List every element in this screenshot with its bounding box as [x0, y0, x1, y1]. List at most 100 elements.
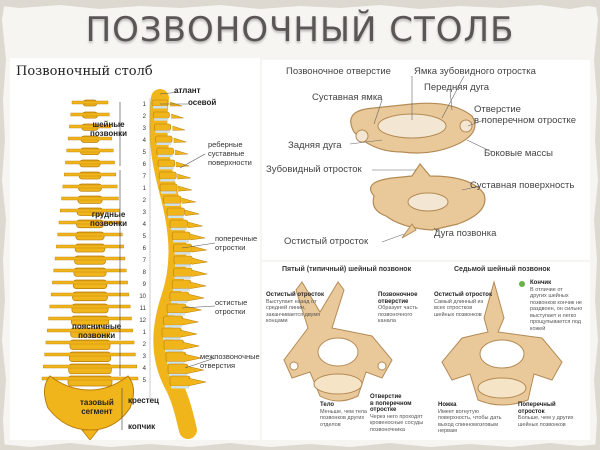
vertebra-number: 6: [143, 246, 147, 252]
front-transverse-process: [70, 112, 110, 117]
spinous-process: [190, 281, 207, 289]
articular-surface-label: Суставная поверхность: [470, 180, 575, 191]
front-transverse-process: [41, 376, 139, 381]
intervertebral-disc: [164, 203, 181, 206]
side-vertebra: [155, 135, 173, 143]
side-vertebra: [167, 363, 189, 375]
spinous-process: [181, 197, 196, 204]
front-transverse-process: [48, 316, 132, 321]
cervical-vertebrae-illustration: [283, 280, 563, 406]
atlas-label: атлант: [174, 86, 201, 95]
dens-label: Зубовидный отросток: [266, 164, 362, 175]
side-vertebra: [166, 303, 187, 314]
spine-front-view: [41, 99, 139, 440]
panel-heading: Позвоночный столб: [16, 64, 153, 79]
intervertebral-disc: [171, 386, 189, 389]
vertebra-number: 3: [143, 354, 147, 360]
side-vertebra: [152, 111, 170, 119]
front-transverse-process: [43, 364, 137, 369]
vertebra-number: 4: [143, 366, 147, 372]
spinous-process-label: Остистый отросток: [284, 236, 369, 247]
fifth-vertebra-title: Пятый (типичный) шейный позвонок: [282, 266, 412, 273]
side-vertebra: [151, 99, 169, 107]
side-vertebra: [158, 171, 177, 180]
side-vertebra: [165, 351, 186, 362]
vertebra-number: 8: [143, 270, 147, 276]
intervertebral-disc: [170, 227, 187, 231]
lateral-masses-label: Боковые массы: [484, 148, 554, 159]
vertebra-number: 3: [143, 126, 147, 132]
side-vertebra: [157, 159, 176, 168]
intervertebral-disc: [174, 276, 191, 279]
side-vertebra: [163, 315, 184, 326]
cervical-vertebrae-panel: Пятый (типичный) шейный позвонок Седьмой…: [262, 262, 590, 440]
front-transverse-process: [54, 256, 126, 261]
side-vertebra: [171, 279, 192, 289]
sacrum-front: [44, 375, 134, 431]
intervertebral-disc: [161, 191, 177, 194]
transverse-foramen-label: Отверстие в поперечном отростке: [474, 104, 577, 126]
spinous-process: [172, 125, 185, 131]
front-transverse-process: [50, 292, 130, 297]
vertebra-number: 11: [140, 306, 147, 312]
vertebra-number: 2: [143, 342, 147, 348]
intervertebral-disc: [173, 288, 190, 292]
spinous-process: [175, 161, 190, 168]
atlas-axis-illustration: [349, 75, 493, 243]
spinous-process: [183, 353, 202, 362]
vertebra-number: 9: [143, 282, 147, 288]
front-transverse-process: [56, 244, 124, 249]
spinous-process: [187, 377, 207, 387]
spinous-process: [177, 173, 191, 180]
spinous-process: [181, 341, 200, 350]
side-vertebra: [161, 327, 182, 338]
vertebra-number: 5: [143, 150, 147, 156]
intervertebral-disc: [175, 264, 192, 267]
coccyx-label: копчик: [128, 422, 156, 431]
vertebral-foramen-label: Позвоночное отверстие: [286, 66, 391, 77]
spinous-process: [171, 113, 184, 119]
intervertebral-disc: [153, 106, 167, 109]
seventh-cervical-vertebra: [441, 280, 563, 406]
side-vertebra: [163, 195, 182, 204]
articular-fovea-label: Суставная ямка: [312, 92, 383, 103]
tip-marker: [519, 281, 525, 287]
intervertebral-disc: [154, 118, 169, 121]
spinous-process: [181, 317, 199, 326]
front-transverse-process: [63, 172, 117, 177]
vertebra-number: 7: [143, 174, 147, 180]
spinous-process: [190, 233, 206, 241]
spinous-process: [173, 137, 187, 143]
intervertebral-disc: [168, 312, 185, 316]
coccyx-front: [81, 429, 99, 440]
intervertebral-disc: [170, 300, 188, 304]
intervertebral-disc: [169, 373, 187, 377]
intervertebral-disc: [157, 154, 173, 158]
front-transverse-process: [66, 148, 114, 153]
fifth-cervical-vertebra: [283, 281, 393, 402]
cervical-label: шейные позвонки: [90, 120, 128, 138]
intervertebral-disc: [168, 215, 184, 219]
spinous-process: [191, 245, 207, 253]
vertebra-number: 1: [143, 330, 147, 336]
axis-label: осевой: [188, 98, 217, 107]
dens-fovea-label: Ямка зубовидного отростка: [414, 66, 536, 77]
lumbar-label: поясничные позвонки: [72, 322, 122, 340]
intervertebral-disc: [173, 239, 190, 243]
vertebra-number: 2: [143, 198, 147, 204]
intervertebral-disc: [174, 252, 191, 255]
vertebra-number: 2: [143, 114, 147, 120]
front-transverse-process: [61, 196, 119, 201]
intervertebral-disc: [167, 361, 185, 365]
spinous-process: [179, 329, 198, 338]
thoracic-label: грудные позвонки: [90, 210, 128, 228]
transverse-label: поперечные отростки: [215, 234, 258, 252]
front-transverse-process: [44, 352, 136, 357]
vertebra-number: 5: [143, 234, 147, 240]
